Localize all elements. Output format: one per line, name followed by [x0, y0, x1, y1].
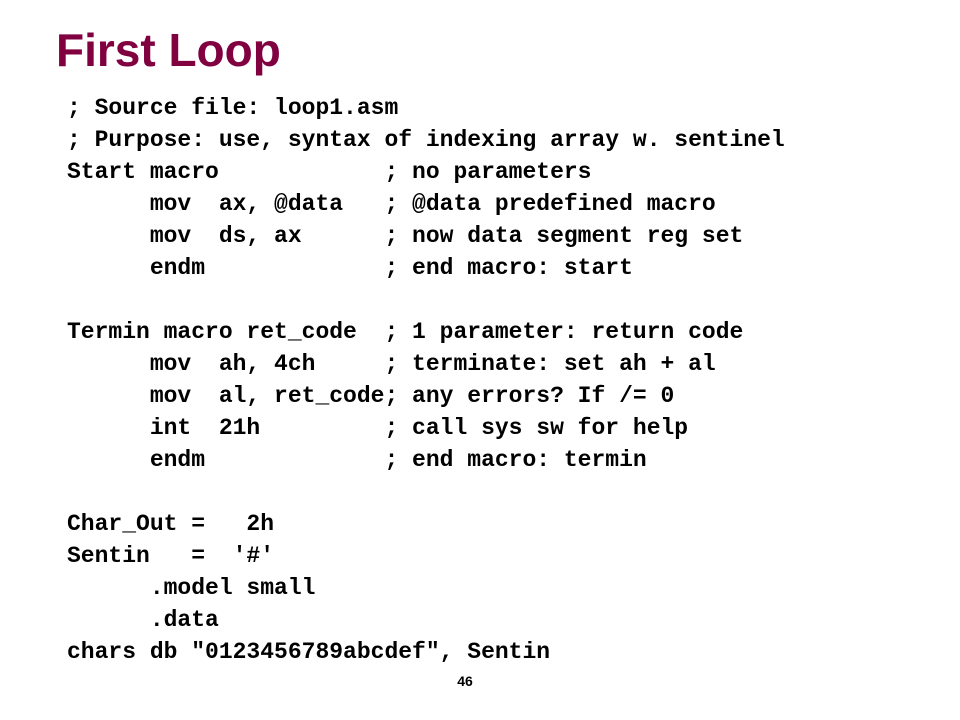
code-line: Termin macro ret_code ; 1 parameter: ret… — [67, 319, 744, 345]
code-line — [67, 284, 785, 316]
code-line: endm ; end macro: termin — [67, 447, 647, 473]
code-line: mov ax, @data ; @data predefined macro — [67, 191, 716, 217]
code-line: int 21h ; call sys sw for help — [67, 415, 689, 441]
page-number: 46 — [457, 673, 473, 689]
code-line: Start macro ; no parameters — [67, 159, 592, 185]
code-line: mov al, ret_code; any errors? If /= 0 — [67, 383, 675, 409]
code-line: endm ; end macro: start — [67, 255, 633, 281]
code-line: Char_Out = 2h — [67, 511, 275, 537]
code-line: ; Purpose: use, syntax of indexing array… — [67, 127, 785, 153]
code-listing: ; Source file: loop1.asm ; Purpose: use,… — [67, 92, 785, 668]
code-line: chars db "0123456789abcdef", Sentin — [67, 639, 551, 665]
code-line: .data — [67, 607, 219, 633]
code-line — [67, 476, 785, 508]
code-line: mov ds, ax ; now data segment reg set — [67, 223, 744, 249]
slide-title: First Loop — [56, 24, 281, 76]
code-line: .model small — [67, 575, 316, 601]
code-line: ; Source file: loop1.asm — [67, 95, 399, 121]
code-line: Sentin = '#' — [67, 543, 275, 569]
code-line: mov ah, 4ch ; terminate: set ah + al — [67, 351, 716, 377]
